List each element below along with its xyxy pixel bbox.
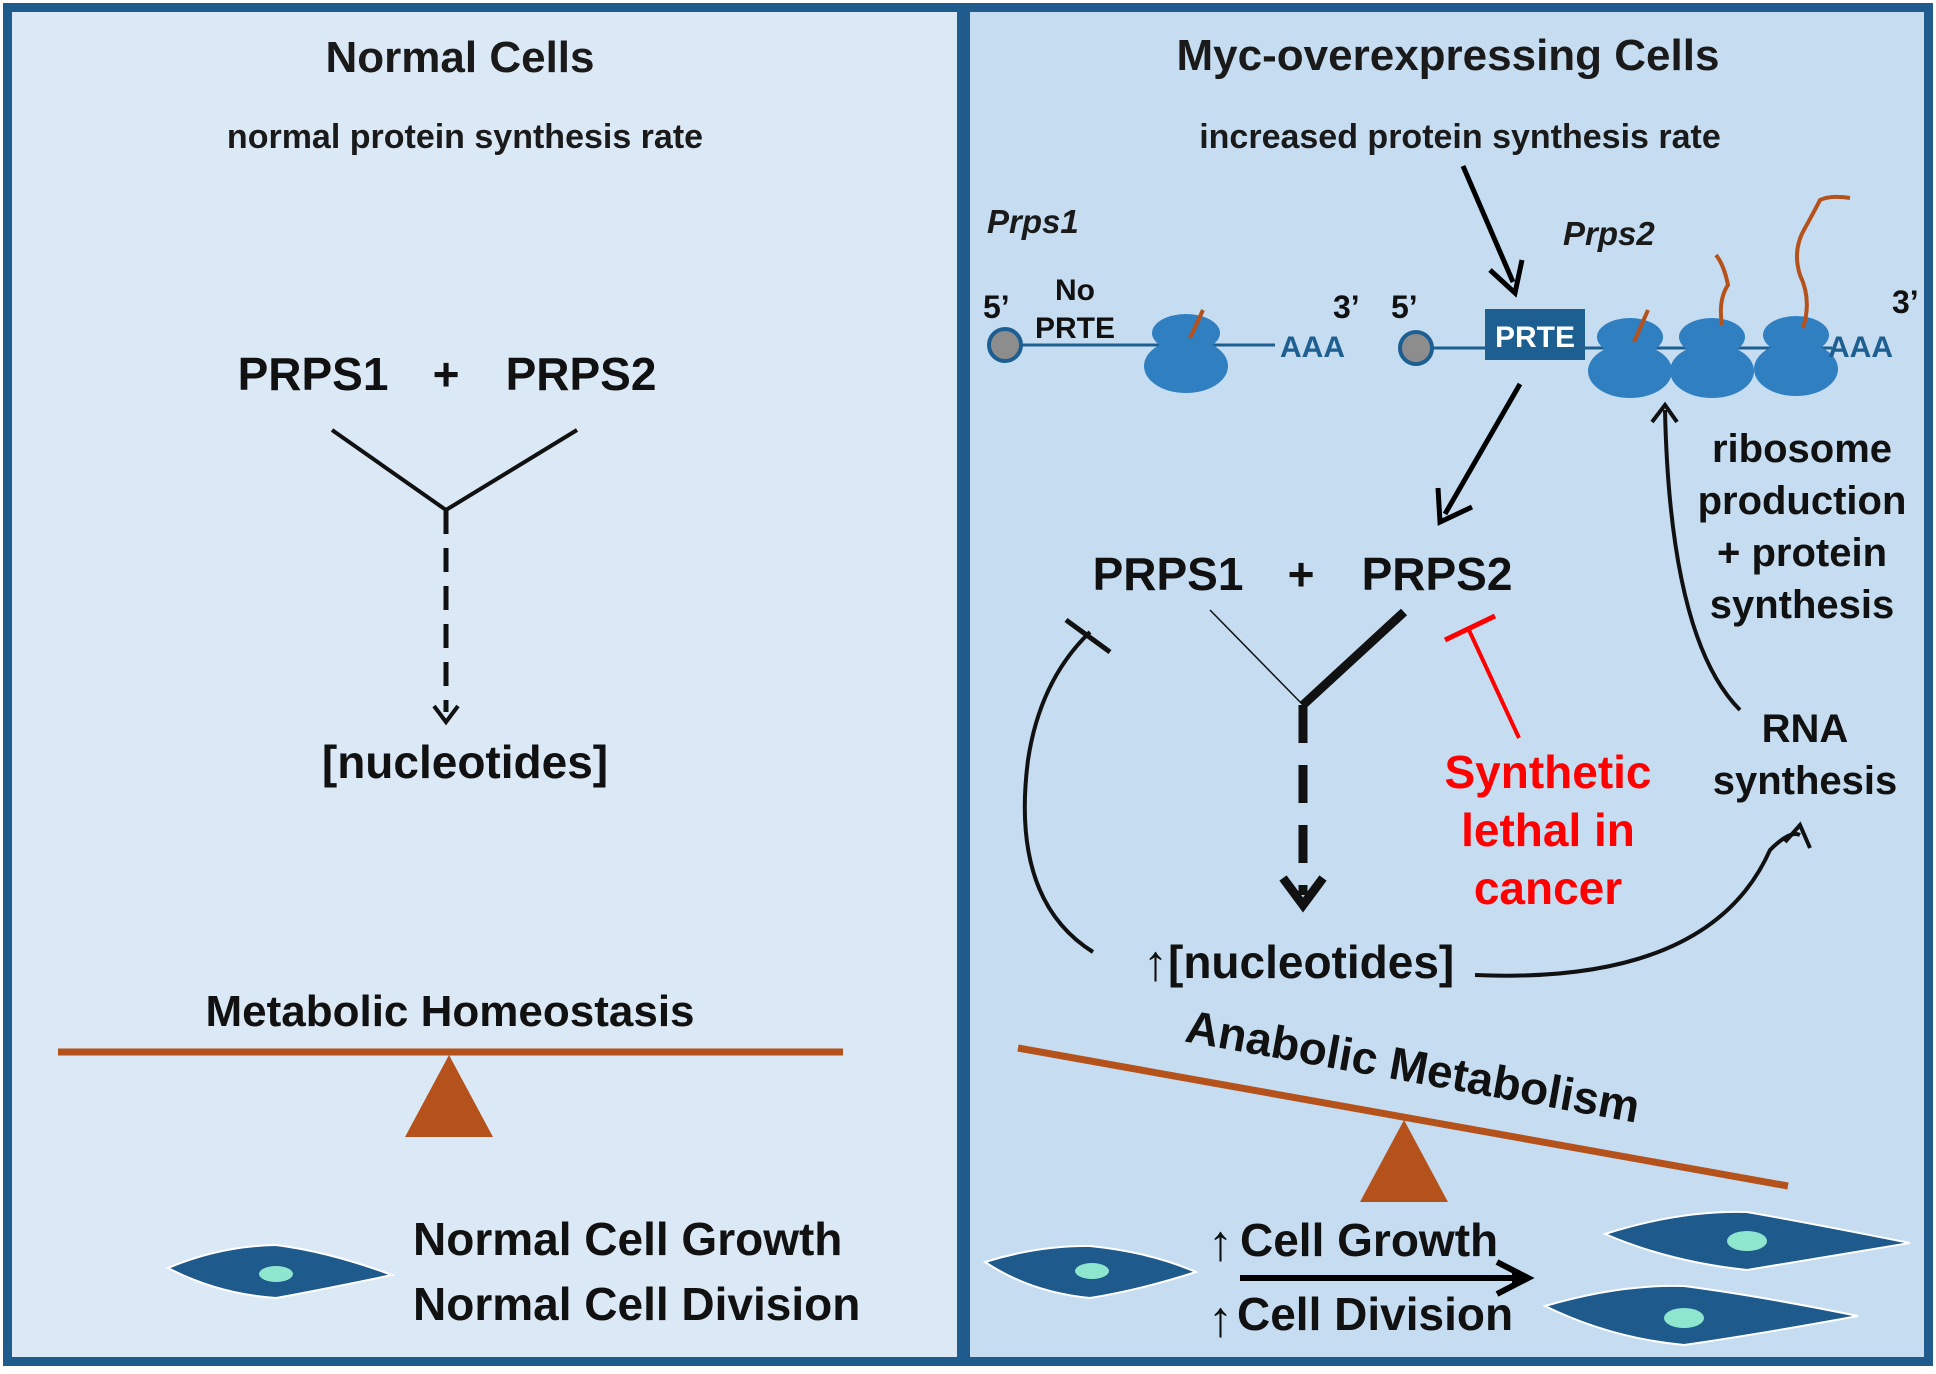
anabolic-balance-beam xyxy=(1017,1044,1789,1190)
prps2-5prime-cap xyxy=(1398,330,1434,366)
prps1-thin-branch xyxy=(1209,609,1304,706)
rna-synthesis-line-1: RNA xyxy=(1762,707,1849,751)
prps1-ribosome xyxy=(1144,314,1228,393)
prps1-5prime-label: 5’ xyxy=(983,289,1010,325)
right-cell-top-right xyxy=(1602,1210,1911,1272)
right-panel-title: Myc-overexpressing Cells xyxy=(1177,31,1720,80)
prps2-peptide-2 xyxy=(1714,253,1731,326)
prps1-prte-label: PRTE xyxy=(1035,312,1115,345)
synthetic-lethal-inhibition-line xyxy=(1466,627,1521,739)
feedback-inhibition-curve xyxy=(1022,630,1095,954)
left-plus-sign: + xyxy=(433,348,460,400)
growth-division-arrowhead xyxy=(1495,1259,1535,1297)
right-nucleotides-up-arrow: ↑ xyxy=(1143,935,1168,991)
right-panel: Myc-overexpressing Cells increased prote… xyxy=(982,31,1919,1347)
prps1-nascent-peptide xyxy=(1188,309,1205,339)
prps2-peptide-1 xyxy=(1632,309,1650,343)
normal-cell-growth-label: Normal Cell Growth xyxy=(413,1213,842,1265)
rna-to-ribosome-arrow xyxy=(1663,409,1742,712)
ribosome-large-subunit xyxy=(1144,339,1228,393)
prps2-thick-branch xyxy=(1299,608,1408,709)
balance-fulcrum xyxy=(405,1055,493,1137)
prps2-peptide-3 xyxy=(1794,194,1851,329)
right-panel-subtitle: increased protein synthesis rate xyxy=(1199,118,1721,156)
prte-to-prps2-arrow xyxy=(1442,382,1523,516)
right-cell-bottom-right xyxy=(1542,1284,1859,1347)
cell-nucleus xyxy=(1664,1308,1704,1328)
prps2-ribosome-3 xyxy=(1754,316,1838,396)
prps2-ribosome-1 xyxy=(1588,318,1672,398)
synthetic-lethal-line-3: cancer xyxy=(1474,862,1622,914)
left-panel-background xyxy=(12,12,957,1357)
cell-nucleus xyxy=(259,1266,293,1282)
right-cell-left xyxy=(982,1244,1199,1300)
metabolic-homeostasis-label: Metabolic Homeostasis xyxy=(205,987,694,1036)
prte-element-box xyxy=(1485,309,1585,360)
synthetic-lethal-line-1: Synthetic xyxy=(1444,746,1651,798)
synthetic-lethal-inhibition-bar xyxy=(1443,613,1497,643)
nucleotides-to-rna-arrow xyxy=(1474,832,1801,978)
prps2-gene-label: Prps2 xyxy=(1563,215,1655,252)
rna-synthesis-line-2: synthesis xyxy=(1713,759,1898,803)
prps2-5prime-label: 5’ xyxy=(1391,289,1418,325)
left-panel-title: Normal Cells xyxy=(326,33,595,82)
prte-element-label: PRTE xyxy=(1495,321,1575,354)
nucleotides-to-rna-arrowhead xyxy=(1783,821,1812,849)
rna-to-ribosome-arrowhead xyxy=(1650,401,1679,424)
ribosome-large-subunit xyxy=(1670,344,1754,398)
no-label: No xyxy=(1055,274,1095,307)
anabolic-fulcrum xyxy=(1360,1120,1448,1202)
right-panel-background xyxy=(970,12,1924,1357)
right-prps1-label: PRPS1 xyxy=(1093,548,1244,600)
normal-cell-division-label: Normal Cell Division xyxy=(413,1278,860,1330)
panel-divider xyxy=(957,12,970,1357)
synthetic-lethal-line-2: lethal in xyxy=(1461,804,1635,856)
left-arrow-head xyxy=(432,704,460,726)
cell-growth-up-arrow: ↑ xyxy=(1208,1215,1233,1271)
right-nucleotides-label: [nucleotides] xyxy=(1168,936,1454,988)
cell-growth-label: Cell Growth xyxy=(1240,1214,1498,1266)
left-panel-subtitle: normal protein synthesis rate xyxy=(227,118,703,156)
synthesis-to-prte-arrowhead xyxy=(1488,259,1525,298)
left-cell xyxy=(165,1243,396,1300)
ribosome-large-subunit xyxy=(1754,342,1838,396)
right-arrow-head xyxy=(1279,875,1327,913)
ribosome-production-line-4: synthesis xyxy=(1710,583,1895,627)
prps1-3prime-label: 3’ xyxy=(1333,289,1360,325)
prps2-polya-tail: AAA xyxy=(1828,331,1893,364)
right-prps2-label: PRPS2 xyxy=(1362,548,1513,600)
left-panel: Normal Cells normal protein synthesis ra… xyxy=(58,33,860,1330)
left-nucleotides-label: [nucleotides] xyxy=(322,736,608,788)
feedback-inhibition-bar xyxy=(1064,617,1112,655)
prps1-gene-label: Prps1 xyxy=(987,203,1079,240)
prps1-5prime-cap xyxy=(987,327,1023,363)
prps1-polya-tail: AAA xyxy=(1280,331,1345,364)
left-prps2-label: PRPS2 xyxy=(506,348,657,400)
left-prps1-label: PRPS1 xyxy=(238,348,389,400)
cell-division-up-arrow: ↑ xyxy=(1208,1291,1233,1347)
cell-nucleus xyxy=(1075,1263,1109,1279)
cell-division-label: Cell Division xyxy=(1237,1288,1513,1340)
right-plus-sign: + xyxy=(1288,548,1315,600)
ribosome-production-line-3: + protein xyxy=(1717,531,1887,575)
ribosome-production-line-1: ribosome xyxy=(1712,427,1892,471)
ribosome-production-line-2: production xyxy=(1698,479,1907,523)
prps2-ribosome-2 xyxy=(1670,318,1754,398)
prps2-3prime-label: 3’ xyxy=(1892,284,1919,320)
prte-to-prps2-arrowhead xyxy=(1435,487,1474,526)
ribosome-large-subunit xyxy=(1588,344,1672,398)
cell-nucleus xyxy=(1727,1231,1767,1251)
synthesis-to-prte-arrow xyxy=(1460,165,1516,283)
